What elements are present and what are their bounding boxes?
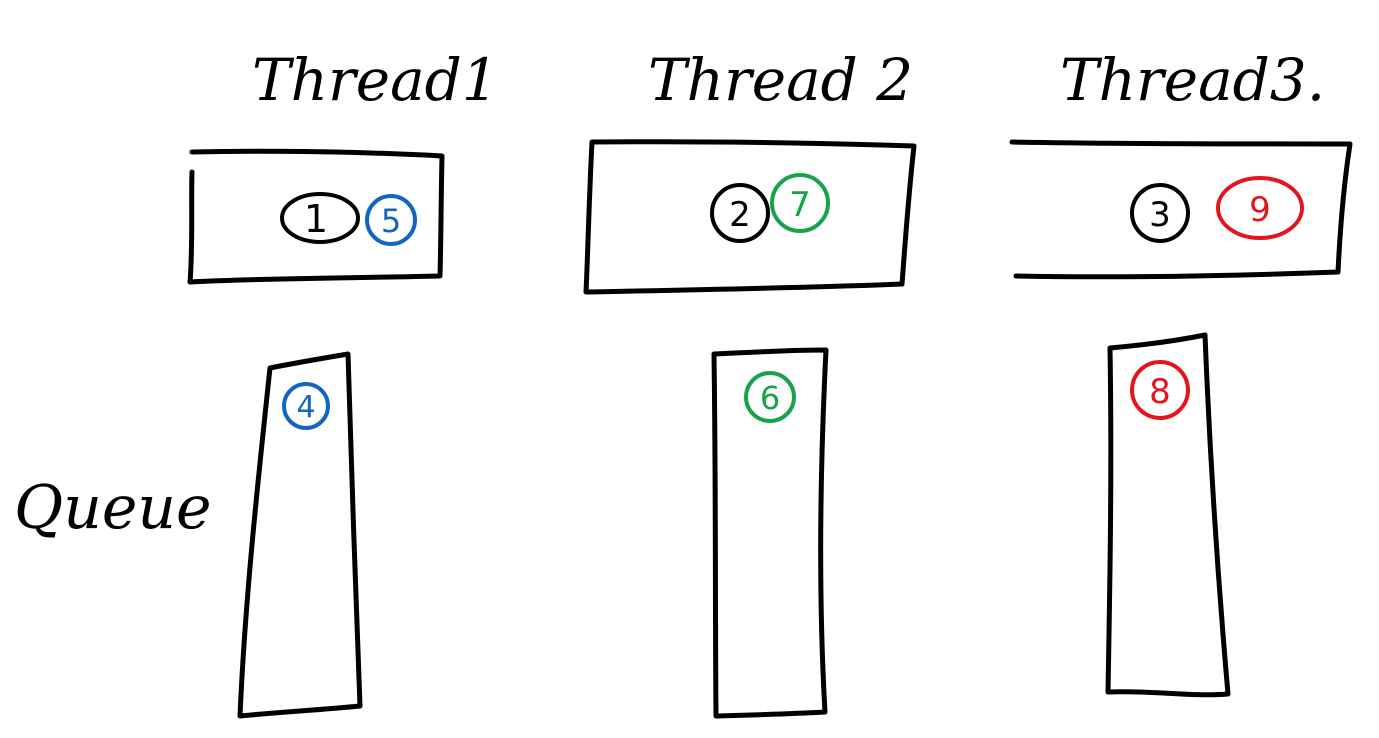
task-label: 4 xyxy=(296,390,315,425)
task-label: 6 xyxy=(760,379,780,417)
thread-3-task-9: 9 xyxy=(1216,176,1304,240)
thread-1-queue-task-4: 4 xyxy=(282,382,330,430)
thread-1-task-5: 5 xyxy=(365,194,417,246)
thread-2-title: Thread 2 xyxy=(648,46,913,114)
task-label: 9 xyxy=(1249,190,1271,230)
queue-label: Queue xyxy=(14,473,212,543)
thread-2-task-2: 2 xyxy=(710,183,770,243)
task-label: 2 xyxy=(729,195,751,235)
thread-2-box xyxy=(583,139,917,295)
thread-3-box xyxy=(1009,139,1353,280)
task-label: 1 xyxy=(304,197,328,241)
thread-3-task-3: 3 xyxy=(1130,183,1190,243)
thread-2-queue-task-6: 6 xyxy=(744,371,796,423)
thread-1-task-1: 1 xyxy=(280,192,360,244)
task-label: 8 xyxy=(1149,372,1171,412)
thread-2-task-7: 7 xyxy=(770,173,830,233)
task-label: 5 xyxy=(381,202,401,240)
thread-3-title: Thread3. xyxy=(1060,46,1325,114)
thread-3-queue-task-8: 8 xyxy=(1130,360,1190,420)
thread-1-box xyxy=(187,148,445,285)
thread-1-title: Thread1 xyxy=(252,46,499,114)
task-label: 3 xyxy=(1149,195,1171,235)
task-label: 7 xyxy=(789,185,811,225)
thread-3-queue-box xyxy=(1105,332,1231,698)
thread-1-queue-box xyxy=(237,351,363,719)
thread-2-queue-box xyxy=(711,347,829,719)
